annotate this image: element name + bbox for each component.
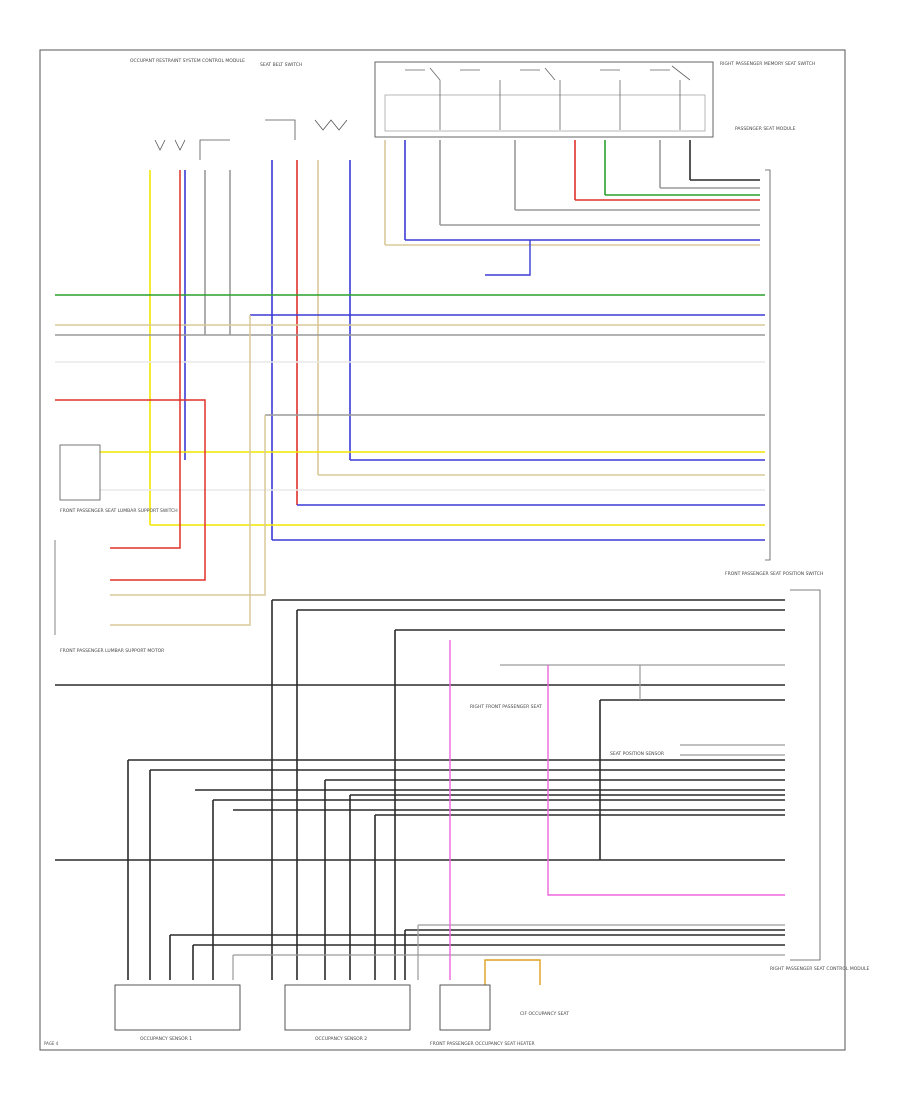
vertical-wires-top: [149, 140, 691, 540]
occupancy-sensor-2-box: [284, 984, 411, 1031]
seat-heater-box: [439, 984, 491, 1031]
page-border: [39, 49, 846, 1051]
mid-block-label: SEAT POSITION SENSOR: [610, 751, 664, 757]
switch-symbols: [405, 65, 691, 130]
lumbar-switch-box: [59, 444, 101, 501]
bottom-right-label: CIF OCCUPANCY SEAT: [520, 1011, 569, 1017]
bottom-mid-box-label: OCCUPANCY SENSOR 2: [315, 1036, 367, 1042]
long-horizontal-buses: [55, 294, 765, 541]
top-middle-label: SEAT BELT SWITCH: [260, 62, 302, 68]
top-connector-shapes: [154, 119, 348, 160]
center-label: RIGHT FRONT PASSENGER SEAT: [470, 704, 542, 710]
right-module-bottom-label: RIGHT PASSENGER SEAT CONTROL MODULE: [770, 966, 870, 972]
left-motor-label: FRONT PASSENGER LUMBAR SUPPORT MOTOR: [60, 648, 164, 654]
switch-box-inner: [384, 94, 706, 132]
lower-black-bus: [55, 599, 785, 980]
top-right-horizontals: [385, 179, 760, 276]
right-module-bracket-2: [790, 589, 821, 961]
right-module-top-label: PASSENGER SEAT MODULE: [735, 126, 796, 132]
left-loops: [55, 170, 266, 626]
top-connector-label: OCCUPANT RESTRAINT SYSTEM CONTROL MODULE: [130, 58, 245, 64]
occupancy-sensor-1-box: [114, 984, 241, 1031]
page-number: PAGE 4: [44, 1041, 59, 1046]
bottom-left-box-label: OCCUPANCY SENSOR 1: [140, 1036, 192, 1042]
pink-wires: [449, 640, 785, 980]
right-module-bracket: [765, 169, 771, 561]
switch-box: [374, 61, 714, 138]
bottom-motor-label: FRONT PASSENGER OCCUPANCY SEAT HEATER: [430, 1041, 535, 1047]
left-switch-label: FRONT PASSENGER SEAT LUMBAR SUPPORT SWIT…: [60, 508, 178, 514]
right-switch-label: RIGHT PASSENGER MEMORY SEAT SWITCH: [720, 61, 815, 67]
lower-gray-bus: [232, 664, 785, 980]
mid-right-label: FRONT PASSENGER SEAT POSITION SWITCH: [725, 571, 823, 577]
orange-wires: [484, 959, 541, 985]
